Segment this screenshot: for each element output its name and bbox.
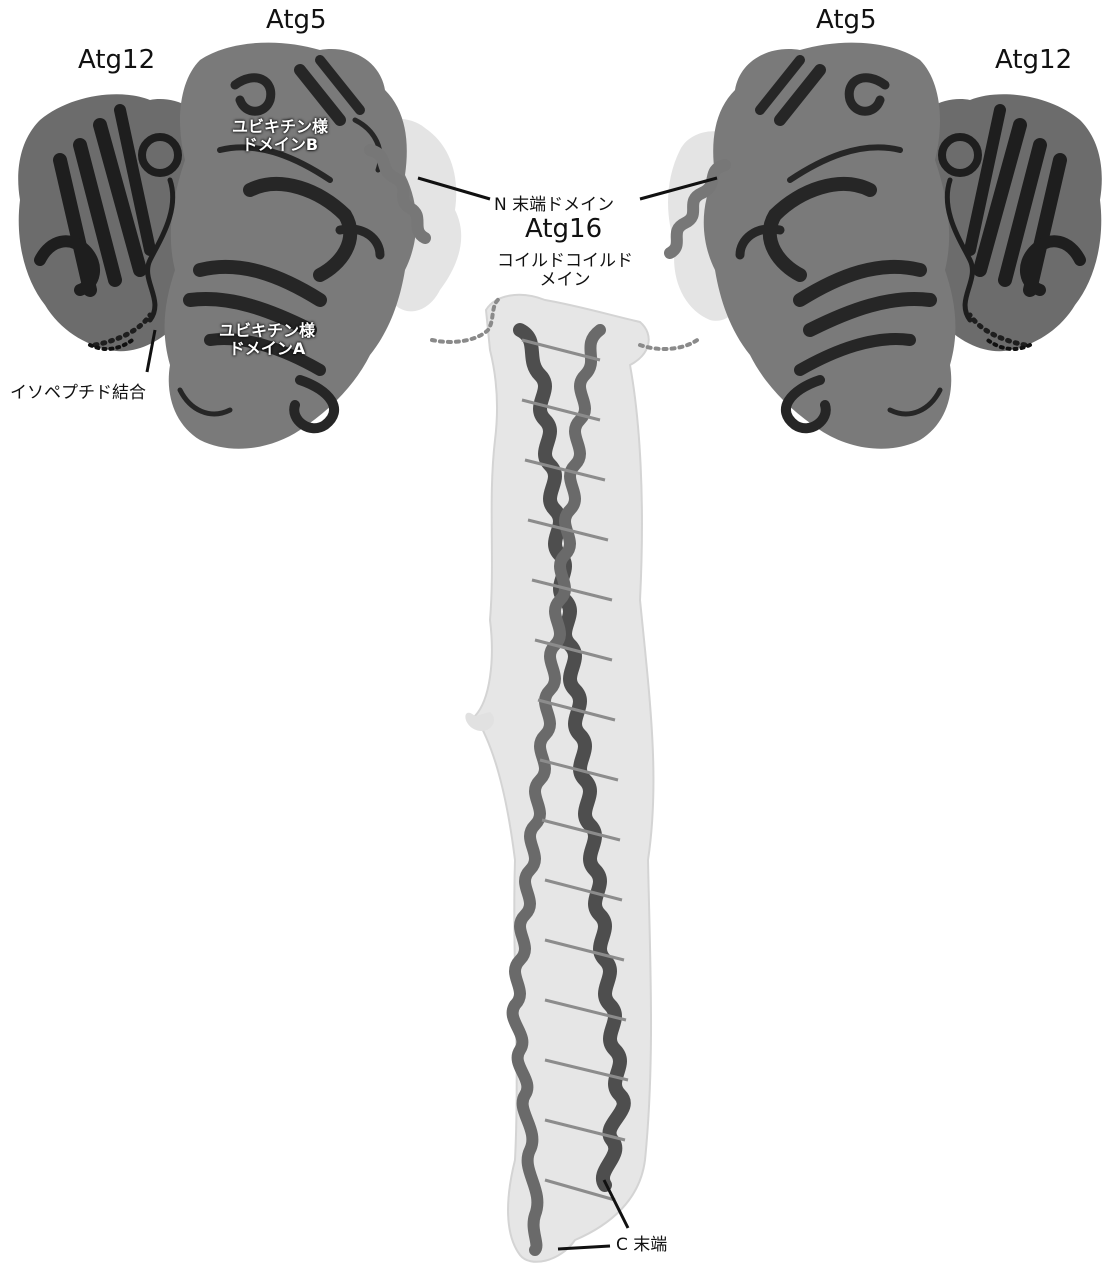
ubl-b-line1: ユビキチン様 bbox=[232, 118, 328, 136]
label-atg5-left: Atg5 bbox=[266, 5, 327, 35]
label-n-terminal-domain: N 末端ドメイン bbox=[494, 190, 614, 215]
label-isopeptide-bond: イソペプチド結合 bbox=[10, 378, 146, 403]
coiled-line2: メイン bbox=[486, 271, 644, 290]
ubl-a-line2: ドメインA bbox=[219, 340, 315, 358]
atg16-surface bbox=[475, 295, 653, 1262]
label-ubiquitin-like-domain-b: ユビキチン様 ドメインB bbox=[232, 118, 328, 154]
coiled-line1: コイルドコイルド bbox=[486, 252, 644, 271]
atg16-coiled-coil bbox=[432, 295, 700, 1262]
label-atg12-left: Atg12 bbox=[78, 45, 155, 75]
label-coiled-coil-domain: コイルドコイルド メイン bbox=[486, 252, 644, 290]
label-atg16: Atg16 bbox=[525, 214, 602, 244]
label-c-terminal: C 末端 bbox=[616, 1230, 667, 1255]
label-atg12-right: Atg12 bbox=[995, 45, 1072, 75]
right-complex bbox=[640, 43, 1102, 449]
label-atg5-right: Atg5 bbox=[816, 5, 877, 35]
ubl-b-line2: ドメインB bbox=[232, 136, 328, 154]
atg16-surface-lobe-left bbox=[465, 712, 494, 731]
label-ubiquitin-like-domain-a: ユビキチン様 ドメインA bbox=[219, 322, 315, 358]
ubl-a-line1: ユビキチン様 bbox=[219, 322, 315, 340]
